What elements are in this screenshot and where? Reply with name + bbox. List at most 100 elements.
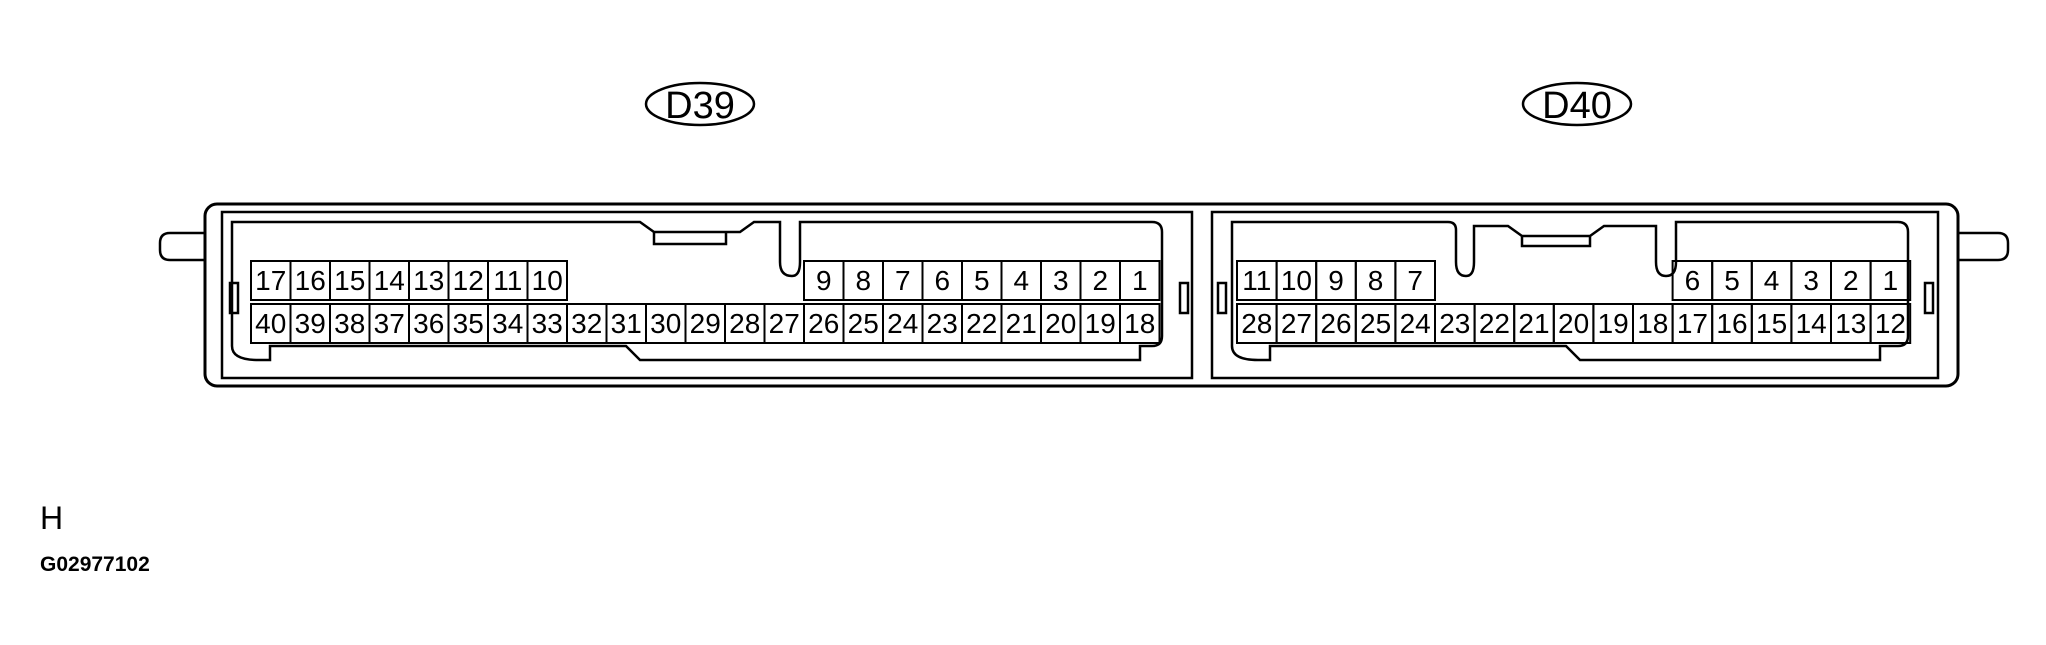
pin-number: 2: [1092, 265, 1108, 296]
pin-number: 11: [1242, 265, 1271, 296]
pin-cell-d39-16: 16: [289, 260, 331, 301]
pin-number: 27: [1281, 308, 1312, 339]
pin-number: 22: [1479, 308, 1510, 339]
right-latch-tab: [1958, 231, 2010, 262]
d40-inner-frame: [1230, 220, 1910, 362]
pin-cell-d39-29: 29: [684, 303, 726, 344]
pin-number: 13: [1835, 308, 1866, 339]
pin-number: 5: [974, 265, 990, 296]
pin-number: 37: [374, 308, 405, 339]
pin-number: 20: [1045, 308, 1076, 339]
pin-cell-d39-26: 26: [803, 303, 845, 344]
pin-cell-d39-36: 36: [408, 303, 450, 344]
pin-cell-d39-12: 12: [447, 260, 489, 301]
d40-left-notch: [1216, 281, 1228, 315]
pin-number: 10: [1281, 265, 1312, 296]
pin-number: 16: [1716, 308, 1747, 339]
pin-number: 25: [1360, 308, 1391, 339]
connector-housing: [203, 202, 1960, 388]
pin-number: 23: [1439, 308, 1470, 339]
d40-shell-outline: [1210, 210, 1940, 380]
pin-number: 15: [334, 265, 365, 296]
pin-number: 14: [374, 265, 405, 296]
pin-number: 6: [1685, 265, 1701, 296]
pin-cell-d39-1: 1: [1119, 260, 1161, 301]
svg-text:D39: D39: [665, 85, 735, 127]
pin-number: 21: [1006, 308, 1037, 339]
pin-number: 4: [1013, 265, 1029, 296]
pin-number: 36: [413, 308, 444, 339]
pin-cell-d39-19: 19: [1079, 303, 1121, 344]
pin-number: 7: [1407, 265, 1423, 296]
pin-number: 4: [1764, 265, 1780, 296]
pin-cell-d40-12: 12: [1869, 303, 1912, 344]
pin-number: 24: [887, 308, 918, 339]
pin-number: 9: [816, 265, 832, 296]
pin-number: 40: [255, 308, 286, 339]
d39-shell-outline: [220, 210, 1194, 380]
pin-cell-d40-23: 23: [1434, 303, 1476, 344]
pin-number: 32: [571, 308, 602, 339]
pin-number: 1: [1132, 265, 1148, 296]
pin-cell-d39-39: 39: [289, 303, 331, 344]
pin-number: 25: [848, 308, 879, 339]
figure-letter: H: [40, 500, 64, 536]
pin-number: 12: [453, 265, 484, 296]
d40-right-notch: [1923, 281, 1935, 315]
pin-cell-d40-11: 11: [1236, 260, 1278, 301]
pin-number: 8: [855, 265, 871, 296]
pin-number: 12: [1875, 308, 1906, 339]
d40-label: D40: [1521, 81, 1633, 127]
pin-number: 33: [532, 308, 563, 339]
pin-number: 5: [1724, 265, 1740, 296]
left-latch-tab: [158, 231, 205, 262]
pin-cell-d40-3: 3: [1790, 260, 1833, 301]
pin-number: 18: [1124, 308, 1155, 339]
pin-cell-d39-6: 6: [921, 260, 963, 301]
pin-cell-d39-28: 28: [724, 303, 766, 344]
pin-cell-d40-7: 7: [1394, 260, 1437, 301]
pin-number: 11: [493, 265, 522, 296]
pin-cell-d39-27: 27: [763, 303, 805, 344]
pin-cell-d40-21: 21: [1513, 303, 1555, 344]
pin-number: 17: [1677, 308, 1708, 339]
pin-cell-d40-2: 2: [1830, 260, 1872, 301]
pin-cell-d39-3: 3: [1040, 260, 1082, 301]
pin-number: 18: [1637, 308, 1668, 339]
pin-cell-d39-33: 33: [526, 303, 568, 344]
pin-number: 20: [1558, 308, 1589, 339]
pin-cell-d40-18: 18: [1632, 303, 1674, 344]
pin-cell-d40-9: 9: [1315, 260, 1357, 301]
pin-cell-d39-17: 17: [250, 260, 292, 301]
pin-cell-d40-22: 22: [1473, 303, 1516, 344]
pin-number: 31: [611, 308, 642, 339]
d39-right-notch: [1178, 281, 1190, 315]
pin-number: 26: [808, 308, 839, 339]
pin-cell-d40-1: 1: [1869, 260, 1912, 301]
pin-number: 14: [1796, 308, 1827, 339]
pin-cell-d40-25: 25: [1354, 303, 1397, 344]
pin-cell-d39-4: 4: [1000, 260, 1042, 301]
pin-cell-d39-10: 10: [526, 260, 568, 301]
pin-cell-d40-27: 27: [1275, 303, 1318, 344]
pin-cell-d40-13: 13: [1830, 303, 1872, 344]
pin-number: 39: [295, 308, 326, 339]
pin-number: 35: [453, 308, 484, 339]
pin-number: 10: [532, 265, 563, 296]
pin-number: 1: [1883, 265, 1899, 296]
pin-number: 28: [729, 308, 760, 339]
pin-number: 29: [690, 308, 721, 339]
pin-number: 19: [1598, 308, 1629, 339]
pin-cell-d40-19: 19: [1592, 303, 1635, 344]
d40-keyway: [1520, 236, 1592, 248]
pin-cell-d39-21: 21: [1000, 303, 1042, 344]
pin-cell-d39-7: 7: [882, 260, 924, 301]
pin-number: 3: [1803, 265, 1819, 296]
pin-cell-d39-18: 18: [1119, 303, 1161, 344]
d39-keyway: [652, 232, 728, 246]
pin-cell-d39-34: 34: [487, 303, 529, 344]
pin-number: 16: [295, 265, 326, 296]
pin-number: 26: [1320, 308, 1351, 339]
pin-number: 9: [1328, 265, 1344, 296]
